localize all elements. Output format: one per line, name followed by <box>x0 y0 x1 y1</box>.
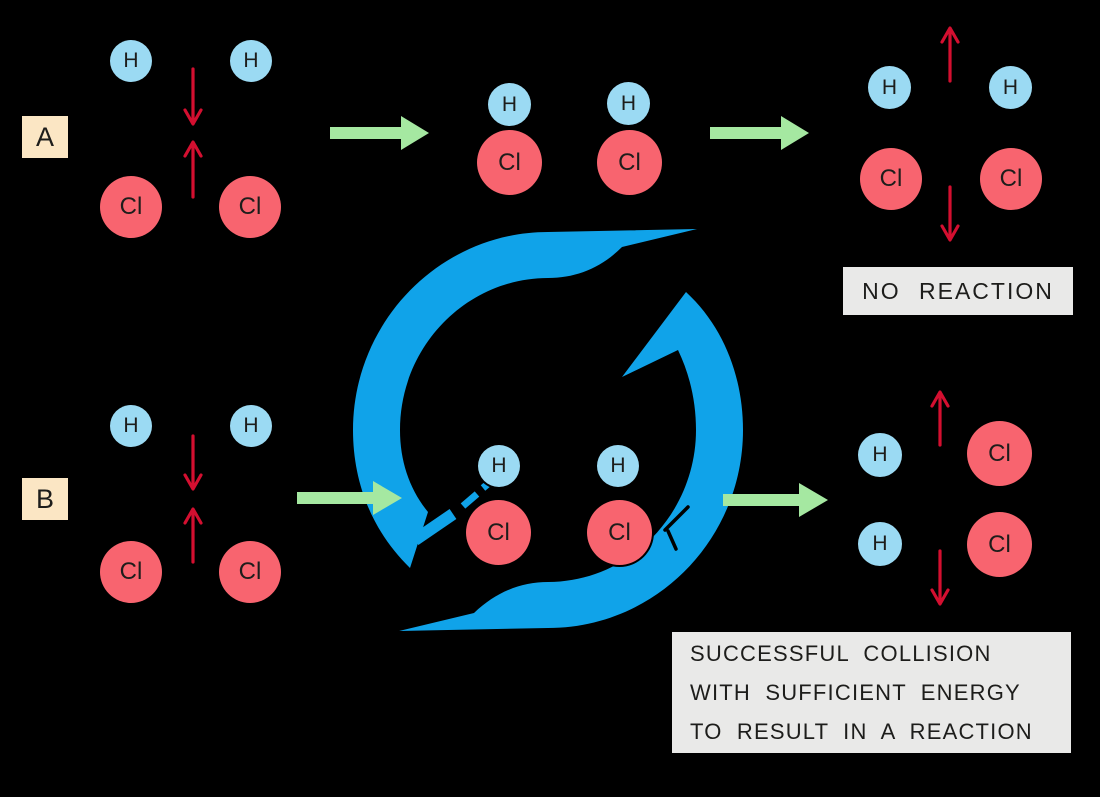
arrow-up-icon <box>930 390 950 447</box>
arrow-right-icon <box>710 116 809 150</box>
atom-chlorine: Cl <box>967 421 1032 486</box>
success-caption-line-1: SUCCESSFUL COLLISION <box>690 641 992 666</box>
atom-chlorine: Cl <box>100 541 162 603</box>
atom-hydrogen: H <box>597 445 639 487</box>
atom-chlorine: Cl <box>100 176 162 238</box>
atom-hydrogen: H <box>858 522 902 566</box>
spark-icon <box>666 529 678 551</box>
atom-hydrogen: H <box>110 40 152 82</box>
atom-hydrogen: H <box>858 433 902 477</box>
collision-cycle-icon <box>353 229 743 631</box>
arrow-right-icon <box>330 116 429 150</box>
arrow-down-icon <box>183 67 203 126</box>
atom-hydrogen: H <box>488 83 531 126</box>
arrow-right-icon <box>723 483 828 517</box>
arrow-down-icon <box>183 434 203 491</box>
row-b-label: B <box>22 478 68 520</box>
atom-chlorine: Cl <box>477 130 542 195</box>
atom-hydrogen: H <box>989 66 1032 109</box>
atom-chlorine: Cl <box>466 500 531 565</box>
atom-hydrogen: H <box>230 40 272 82</box>
success-caption-line-2: WITH SUFFICIENT ENERGY <box>690 680 1021 705</box>
row-a-label: A <box>22 116 68 158</box>
atom-hydrogen: H <box>110 405 152 447</box>
arrow-up-icon <box>940 26 960 83</box>
arrow-up-icon <box>183 507 203 564</box>
success-caption-line-3: TO RESULT IN A REACTION <box>690 719 1033 744</box>
atom-hydrogen: H <box>478 445 520 487</box>
arrow-down-icon <box>940 185 960 242</box>
atom-chlorine: Cl <box>597 130 662 195</box>
cycle-swoosh-bottom-right <box>399 292 743 631</box>
impact-streak-icon <box>411 509 457 545</box>
atom-chlorine: Cl <box>860 148 922 210</box>
no-reaction-caption: NO REACTION <box>843 267 1073 315</box>
arrow-up-icon <box>183 140 203 199</box>
spark-icon <box>663 505 690 532</box>
success-caption: SUCCESSFUL COLLISION WITH SUFFICIENT ENE… <box>672 632 1071 753</box>
atom-hydrogen: H <box>868 66 911 109</box>
atom-chlorine: Cl <box>219 176 281 238</box>
atom-hydrogen: H <box>607 82 650 125</box>
arrow-right-icon <box>297 481 402 515</box>
cycle-swoosh-top-left <box>353 229 697 568</box>
arrow-down-icon <box>930 549 950 606</box>
atom-chlorine: Cl <box>587 500 652 565</box>
atom-chlorine: Cl <box>967 512 1032 577</box>
atom-chlorine: Cl <box>980 148 1042 210</box>
atom-hydrogen: H <box>230 405 272 447</box>
impact-dash-icon <box>460 491 480 509</box>
atom-chlorine: Cl <box>219 541 281 603</box>
